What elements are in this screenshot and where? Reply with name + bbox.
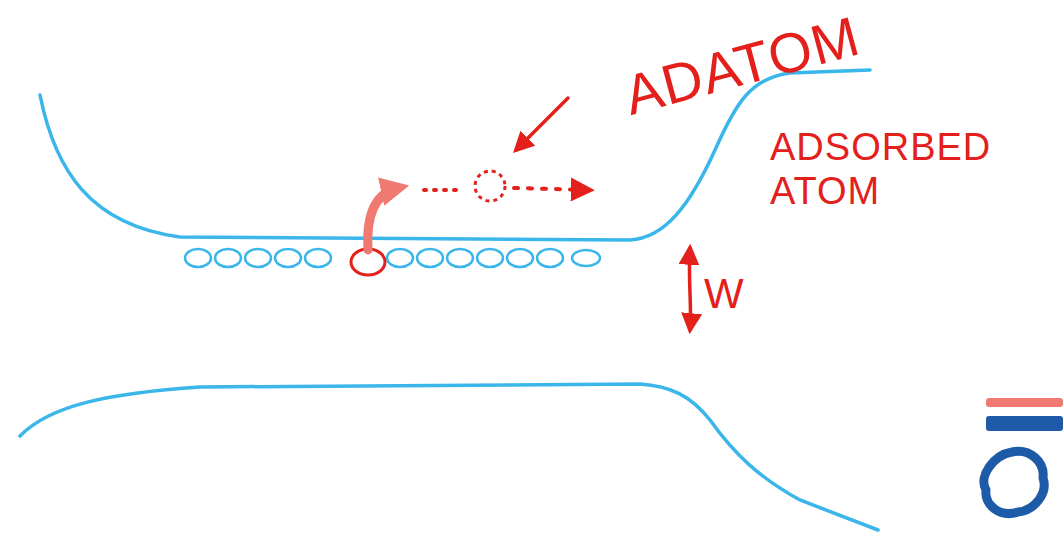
diffusion-trail xyxy=(424,188,462,192)
dimension-label: W xyxy=(704,270,745,318)
surface-atoms xyxy=(185,249,600,267)
callout-label: ADATOM xyxy=(618,4,867,128)
logo xyxy=(984,398,1063,513)
diffusion-trail xyxy=(514,188,590,190)
width-arrow xyxy=(689,248,690,330)
callout-label: ADSORBED ATOM xyxy=(770,126,990,213)
adatom-circle xyxy=(475,171,505,201)
hop-arrow xyxy=(368,188,398,250)
leader-arrow xyxy=(516,98,568,150)
lower-surface xyxy=(20,384,878,530)
